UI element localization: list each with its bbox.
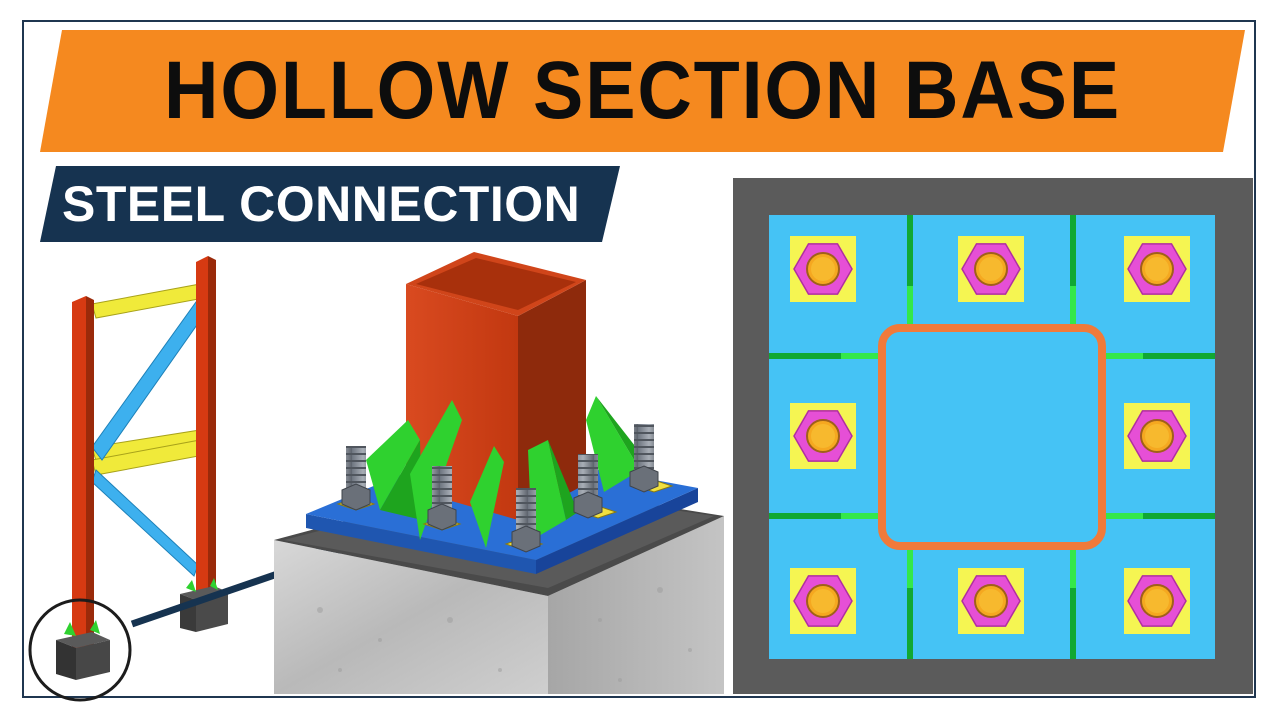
plan-bolt-core <box>1145 589 1169 613</box>
title-banner: HOLLOW SECTION BASE <box>40 30 1245 152</box>
base-plate-3d-illustration <box>274 252 724 694</box>
page-subtitle: STEEL CONNECTION <box>62 176 581 232</box>
subtitle-banner-shape <box>40 166 620 242</box>
plan-bolt-core <box>979 257 1003 281</box>
plan-bolt-core <box>811 257 835 281</box>
plan-bolt <box>958 568 1024 634</box>
plan-bolt-core <box>1145 424 1169 448</box>
base-plate-plan-view <box>733 178 1253 694</box>
plan-bolt-core <box>811 424 835 448</box>
plan-bolt <box>958 236 1024 302</box>
plan-bolt <box>1124 403 1190 469</box>
rack-frame-illustration <box>28 256 228 702</box>
plan-bolt <box>790 236 856 302</box>
plan-bolt-core <box>1145 257 1169 281</box>
plan-column-outline <box>878 324 1106 550</box>
page-title: HOLLOW SECTION BASE <box>163 45 1122 136</box>
plan-bolt <box>790 568 856 634</box>
plan-bolt <box>1124 236 1190 302</box>
thumbnail-frame <box>22 20 1256 698</box>
subtitle-banner: STEEL CONNECTION <box>40 166 620 242</box>
title-banner-shape <box>40 30 1245 152</box>
plan-bolt-core <box>979 589 1003 613</box>
plan-bolt-core <box>811 589 835 613</box>
plan-bolts <box>790 236 1190 634</box>
plan-bolt <box>790 403 856 469</box>
plan-bolt <box>1124 568 1190 634</box>
